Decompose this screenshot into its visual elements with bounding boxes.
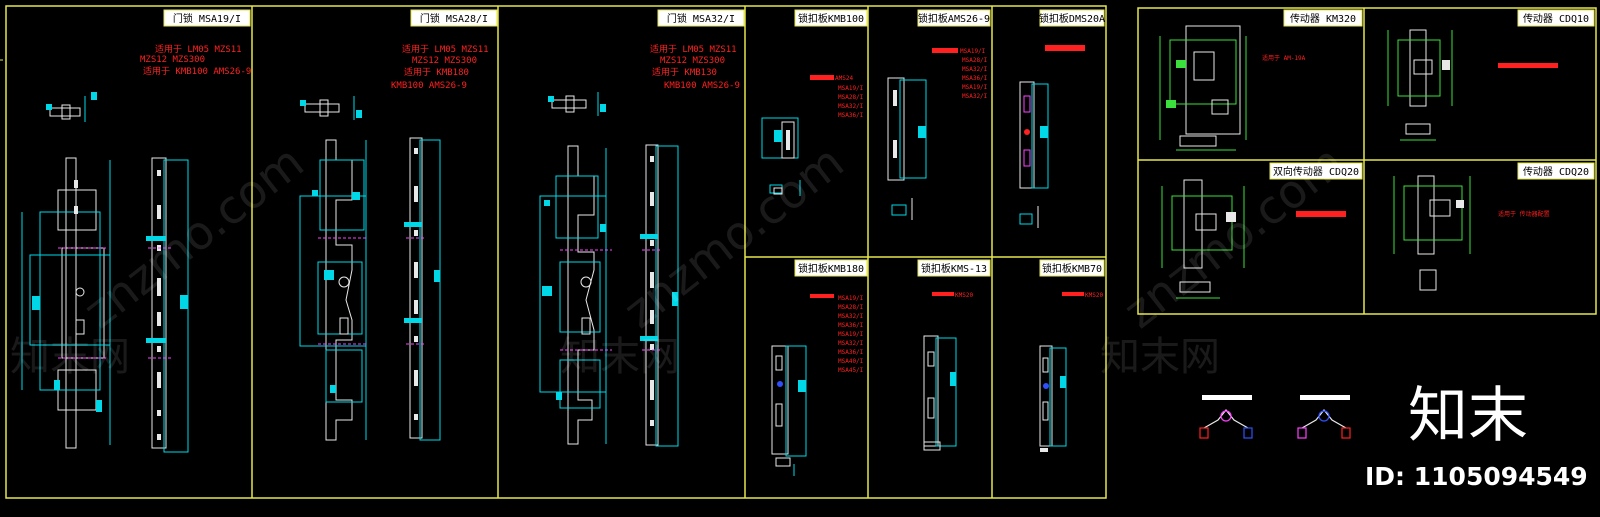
keeper2-note-4: MSA36/I [962, 75, 988, 82]
actuator1-note: 适用于 AM-19A [1262, 54, 1306, 62]
keeper2-note-3: MSA32/I [962, 66, 988, 73]
sheet-title-3: 门锁 MSA32/I [667, 12, 735, 25]
sheet2-note-1: 适用于 LM05 MZS11 [402, 44, 489, 55]
sheet1-note-2: MZS12 MZS300 [140, 55, 205, 65]
keeper-title-6: 锁扣板KMB70 [1042, 262, 1102, 275]
watermark-cn-3: 知末网 [1100, 334, 1220, 380]
red-markers [810, 45, 1558, 298]
lock-drawing-2 [299, 96, 441, 441]
keeper-title-4: 锁扣板KMB180 [798, 262, 864, 275]
watermark-cn-1: 知末网 [10, 334, 130, 380]
sheet-notes: 适用于 LM05 MZS11 MZS12 MZS300 适用于 KMB100 A… [140, 44, 740, 91]
watermark-cn-2: 知末网 [560, 334, 680, 380]
sheet3-note-3: 适用于 KMB130 [652, 67, 717, 78]
keeper2-note-5: MSA19/I [962, 84, 988, 91]
sheet-title-2: 门锁 MSA28/I [420, 12, 488, 25]
sheet2-note-3: 适用于 KMB180 [404, 67, 469, 78]
keeper1-note-3: MSA28/I [838, 94, 864, 101]
keeper2-note-1: MSA19/I [960, 48, 986, 55]
sheet1-note-1: 适用于 LM05 MZS11 [155, 44, 242, 55]
actuator-title-2: 传动器 CDQ10 [1523, 13, 1589, 25]
keeper5-note-1: KMS20 [955, 292, 973, 299]
actuator-title-4: 传动器 CDQ20 [1523, 166, 1589, 178]
brand-logo: 知末 [1408, 381, 1528, 451]
keeper-notes: AMS24 MSA19/I MSA28/I MSA32/I MSA36/I MS… [835, 48, 1550, 374]
actuator-drawings [1159, 25, 1471, 299]
actuator-frame [1137, 7, 1597, 315]
keeper-title-5: 锁扣板KMS-13 [921, 262, 987, 275]
sheet1-note-3: 适用于 KMB100 AMS26-9 [143, 66, 251, 77]
sheet-title-1: 门锁 MSA19/I [173, 12, 241, 25]
actuator-title-1: 传动器 KM320 [1290, 13, 1356, 25]
keeper1-note-4: MSA32/I [838, 103, 864, 110]
sheet2-note-4: KMB100 AMS26-9 [391, 81, 467, 91]
keeper1-note-2: MSA19/I [838, 85, 864, 92]
keeper1-note-5: MSA36/I [838, 112, 864, 119]
actuator-title-3: 双向传动器 CDQ20 [1273, 165, 1359, 178]
keeper4-note-1: MSA19/I [838, 295, 864, 302]
lock-drawing-3 [539, 92, 679, 447]
sheet3-note-4: KMB100 AMS26-9 [664, 81, 740, 91]
keeper4-note-4: MSA36/I [838, 322, 864, 329]
small-parts [1199, 395, 1351, 439]
keeper1-note-1: AMS24 [835, 75, 853, 82]
keeper4-note-6: MSA32/I [838, 340, 864, 347]
frames [0, 5, 1597, 499]
keeper-title-2: 锁扣板AMS26-9 [918, 12, 990, 25]
keeper-title-1: 锁扣板KMB100 [798, 12, 864, 25]
actuator4-note: 适用于 传动器配置 [1498, 210, 1550, 218]
keeper-title-3: 锁扣板DMS20A [1039, 12, 1105, 25]
keeper-drawings [761, 77, 1067, 476]
watermark-text-3: znzmo.com [1114, 135, 1354, 339]
sheet3-note-1: 适用于 LM05 MZS11 [650, 44, 737, 55]
keeper2-note-2: MSA28/I [962, 57, 988, 64]
keeper4-note-7: MSA36/I [838, 349, 864, 356]
watermark: znzmo.com znzmo.com znzmo.com 知末网 知末网 知末… [10, 135, 1354, 380]
keeper4-note-5: MSA19/I [838, 331, 864, 338]
keeper6-note-1: KMS20 [1085, 292, 1103, 299]
keeper4-note-2: MSA28/I [838, 304, 864, 311]
main-frame [5, 5, 1107, 499]
keeper4-note-8: MSA40/I [838, 358, 864, 365]
keeper4-note-9: MSA45/I [838, 367, 864, 374]
image-id: ID: 1105094549 [1365, 462, 1588, 491]
keeper2-note-6: MSA32/I [962, 93, 988, 100]
keeper4-note-3: MSA32/I [838, 313, 864, 320]
sheet3-note-2: MZS12 MZS300 [660, 56, 725, 66]
sheet2-note-2: MZS12 MZS300 [412, 56, 477, 66]
lock-drawing-1 [21, 92, 189, 453]
title-boxes: 门锁 MSA19/I 门锁 MSA28/I 门锁 MSA32/I 锁扣板KMB1… [163, 9, 1595, 277]
